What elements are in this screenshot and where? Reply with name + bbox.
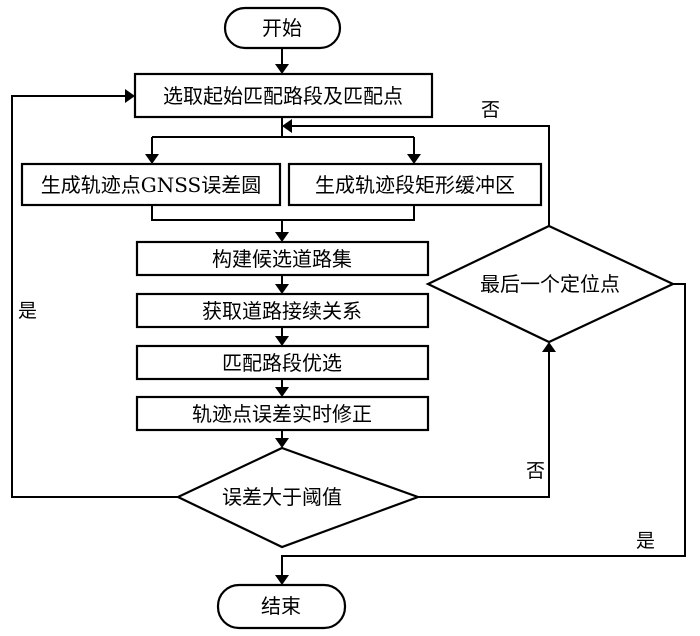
node-last-point: 最后一个定位点	[425, 224, 676, 344]
error-correction-label: 轨迹点误差实时修正	[192, 402, 372, 426]
last-point-label: 最后一个定位点	[480, 272, 620, 296]
arrowhead	[275, 387, 289, 397]
gnss-circle-label: 生成轨迹点GNSS误差圆	[41, 173, 262, 197]
arrowhead	[275, 64, 289, 74]
arrowhead	[275, 575, 289, 585]
end-label: 结束	[261, 594, 301, 618]
candidate-roads-label: 构建候选道路集	[212, 247, 352, 271]
label-threshold-yes: 是	[18, 300, 37, 322]
node-select-start: 选取起始匹配路段及匹配点	[133, 72, 434, 119]
segment-selection-label: 匹配路段优选	[222, 351, 342, 375]
node-road-connectivity: 获取道路接续关系	[135, 292, 430, 329]
arrowhead	[275, 438, 289, 448]
edge-threshold-no	[418, 350, 550, 498]
edge-threshold-yes	[11, 95, 178, 498]
node-error-correction: 轨迹点误差实时修正	[135, 395, 430, 432]
start-label: 开始	[262, 16, 302, 40]
label-last-point-no: 否	[481, 99, 500, 121]
arrowhead	[407, 154, 421, 164]
arrowhead	[542, 342, 556, 352]
edge-last-point-no	[290, 125, 550, 226]
select-start-label: 选取起始匹配路段及匹配点	[163, 84, 403, 108]
error-threshold-label: 误差大于阈值	[222, 485, 342, 509]
arrowhead	[145, 154, 159, 164]
road-connectivity-label: 获取道路接续关系	[202, 299, 362, 323]
edge-last-point-yes	[281, 283, 686, 577]
arrowhead	[275, 284, 289, 294]
node-gnss-circle: 生成轨迹点GNSS误差圆	[20, 162, 282, 207]
arrowhead	[282, 119, 292, 133]
node-rect-buffer: 生成轨迹段矩形缓冲区	[287, 162, 543, 207]
edge-merge-line	[151, 205, 415, 221]
node-error-threshold: 误差大于阈值	[175, 446, 422, 549]
node-candidate-roads: 构建候选道路集	[135, 240, 430, 277]
node-end: 结束	[216, 583, 347, 630]
node-start: 开始	[223, 6, 342, 50]
arrowhead	[275, 336, 289, 346]
edges	[11, 48, 686, 585]
label-last-point-yes: 是	[636, 530, 655, 552]
rect-buffer-label: 生成轨迹段矩形缓冲区	[315, 173, 515, 197]
label-threshold-no: 否	[526, 460, 545, 482]
arrowhead	[275, 232, 289, 242]
arrowhead	[125, 89, 135, 103]
node-segment-selection: 匹配路段优选	[135, 344, 430, 381]
